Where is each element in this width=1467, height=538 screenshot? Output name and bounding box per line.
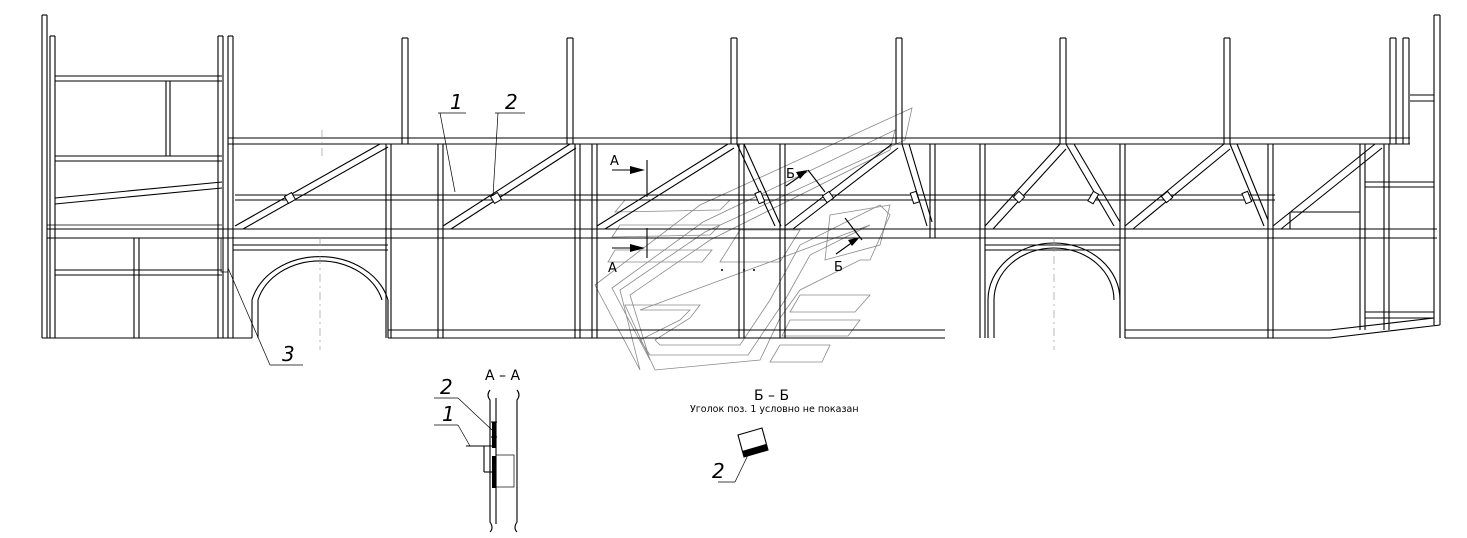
- diagonal-braces: [234, 143, 1383, 230]
- section-bb-label-2: 2: [712, 459, 725, 483]
- vertical-posts: [401, 14, 1441, 325]
- callout-pos3: 3: [227, 267, 303, 366]
- section-a-top-label: А: [610, 154, 619, 169]
- section-mark-a: А А: [608, 154, 648, 276]
- wheel-arches: [233, 130, 1121, 350]
- section-b-top-label: Б: [786, 167, 795, 182]
- section-aa-label-1: 1: [442, 402, 455, 426]
- section-mark-b: Б Б: [785, 167, 863, 275]
- section-bb-title: Б – Б: [754, 388, 789, 404]
- section-aa-detail: А – А 2 1: [434, 368, 520, 533]
- inner-posts: [385, 94, 1434, 338]
- section-bb-detail: Б – Б Уголок поз. 1 условно не показан 2: [690, 388, 859, 483]
- section-b-bottom-label: Б: [834, 260, 843, 275]
- callout-pos1: 1: [438, 90, 466, 193]
- callout-label-2: 2: [505, 90, 518, 114]
- section-bb-note: Уголок поз. 1 условно не показан: [690, 404, 859, 415]
- section-aa-label-2: 2: [440, 375, 453, 399]
- side-frame: [41, 14, 1441, 350]
- watermark-logo: [594, 107, 913, 371]
- callout-pos2: 2: [492, 90, 525, 197]
- section-a-bottom-label: А: [608, 261, 617, 276]
- callout-label-3: 3: [282, 342, 295, 366]
- callout-label-1: 1: [450, 90, 463, 114]
- section-aa-title: А – А: [485, 368, 520, 384]
- front-section: [41, 14, 252, 339]
